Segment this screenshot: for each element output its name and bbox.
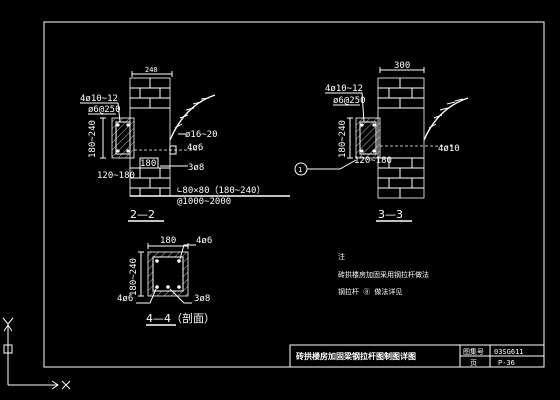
beam-section-2-2 bbox=[111, 117, 135, 159]
notes-line-1: 砖拱楼房加固采用钢拉杆做法 bbox=[338, 270, 429, 279]
title-block: 砖拱楼房加固梁钢拉杆图制图详图 图集号 03SG611 页 P-36 bbox=[289, 344, 545, 368]
atlas-label: 图集号 bbox=[463, 347, 484, 356]
dim-top-2-2: 240 bbox=[145, 66, 158, 74]
arch-2-2 bbox=[169, 94, 216, 141]
callout-number: 1 bbox=[298, 166, 302, 174]
page-label: 页 bbox=[470, 359, 477, 367]
dim-side-3-3: 180~240 bbox=[338, 120, 348, 158]
bottom-bars-right-4-4: 3ø8 bbox=[194, 294, 210, 304]
rebar-top-3-3: 4ø10~12 bbox=[325, 84, 363, 94]
ucs-axis-icon bbox=[2, 317, 71, 390]
section-title-3-3: 3—3 bbox=[378, 208, 403, 221]
dim-top-3-3: 300 bbox=[394, 61, 410, 71]
sheet-border bbox=[43, 21, 545, 368]
stirrup-3-3: ø6@250 bbox=[333, 96, 366, 106]
dim-side-2-2: 180~240 bbox=[88, 120, 98, 158]
dim-top-4-4: 180 bbox=[160, 236, 176, 246]
bottom-bars-left-4-4: 4ø6 bbox=[117, 294, 133, 304]
bottom-bars-2-2: 4ø6 bbox=[187, 143, 203, 153]
section-title-4-4: 4—4（剖面） bbox=[146, 311, 215, 325]
anchor-3-3: 4ø10 bbox=[438, 144, 460, 154]
arch-3-3 bbox=[423, 97, 469, 141]
stirrup-2-2: ø6@250 bbox=[88, 105, 121, 115]
section-3-3: 300 4ø10~12 ø6@250 180~240 120~180 4ø10 … bbox=[294, 61, 469, 222]
dim-side-4-4: 180~240 bbox=[129, 258, 139, 296]
notes-title: 注 bbox=[338, 252, 345, 261]
top-bars-4-4: 4ø6 bbox=[196, 236, 212, 246]
atlas-value: 03SG611 bbox=[494, 348, 524, 356]
section-title-2-2: 2—2 bbox=[130, 208, 155, 221]
dim-sub-3-3: 120~180 bbox=[354, 156, 392, 166]
bottom-block-2-2 bbox=[139, 157, 159, 169]
page-value: P-36 bbox=[498, 359, 515, 367]
dim-bottom1-2-2: 180 bbox=[140, 159, 156, 169]
spacing-2-2: @1000~2000 bbox=[177, 197, 231, 207]
steel-angle-2-2: ∟80×80（180~240） bbox=[177, 185, 265, 196]
drawing-title: 砖拱楼房加固梁钢拉杆图制图详图 bbox=[296, 351, 416, 361]
brick-wall-2-2 bbox=[129, 77, 171, 197]
notes-block: 注 砖拱楼房加固采用钢拉杆做法 钢拉杆 ⑧ 做法详见 bbox=[338, 252, 429, 296]
rebar-top-2-2: 4ø10~12 bbox=[80, 94, 118, 104]
anchor-2-2: ø16~20 bbox=[185, 130, 218, 140]
dim-bottom2-2-2: 120~180 bbox=[97, 171, 135, 181]
section-4-4: 180 4ø6 180~240 4ø6 3ø8 4—4（剖面） bbox=[117, 236, 215, 326]
tie-2-2: 3ø8 bbox=[188, 163, 204, 173]
section-2-2: 240 4ø10~12 ø6@250 180~240 180 120~180 ø… bbox=[80, 66, 290, 222]
notes-line-2: 钢拉杆 ⑧ 做法详见 bbox=[338, 287, 402, 296]
brick-wall-3-3 bbox=[377, 77, 425, 199]
